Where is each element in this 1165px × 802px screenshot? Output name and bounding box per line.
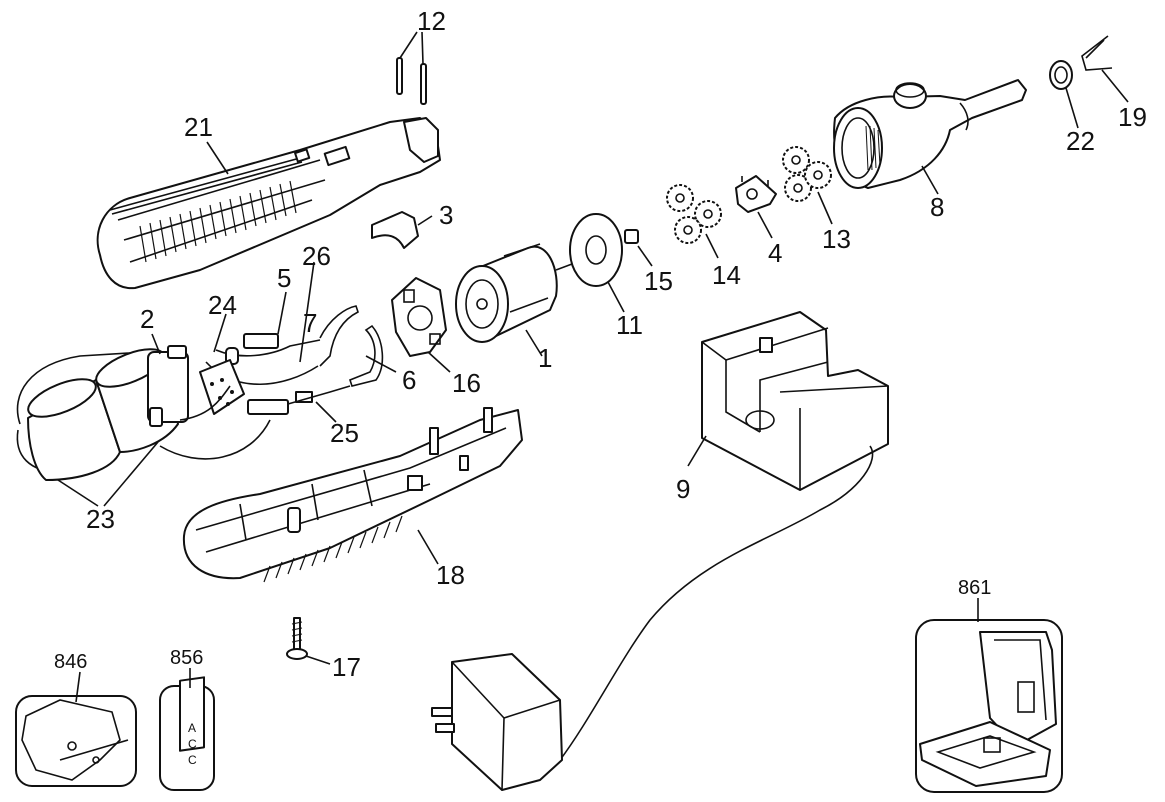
callout-2: 2 <box>140 304 155 334</box>
accessory-letter-c1: C <box>188 737 197 751</box>
callout-16: 12 <box>417 6 446 36</box>
part-ring <box>1049 60 1079 129</box>
callout-861: 861 <box>958 577 992 599</box>
callout-11: 11 <box>616 310 643 340</box>
callout-7: 7 <box>303 308 318 338</box>
accessory-box-856 <box>159 668 215 791</box>
callout-15: 16 <box>452 368 481 398</box>
callout-3: 3 <box>439 200 454 230</box>
callout-19: 21 <box>184 112 213 142</box>
part-adapter-cord <box>431 445 874 791</box>
part-charger-stand <box>687 311 889 491</box>
accessory-letter-c2: C <box>188 753 197 767</box>
callout-12: 13 <box>822 224 851 254</box>
callout-846: 846 <box>54 651 88 673</box>
part-gear-cluster-12 <box>782 146 833 225</box>
callout-24: 24 <box>208 290 237 320</box>
callout-23: 23 <box>86 504 115 534</box>
part-screw <box>286 617 331 665</box>
part-brush-holder <box>391 277 451 373</box>
part-upper-housing <box>96 117 441 290</box>
part-pins <box>396 31 427 105</box>
part-spring-clip <box>1081 35 1129 103</box>
callout-26: 26 <box>302 241 331 271</box>
part-lower-housing <box>182 407 523 583</box>
part-washer <box>569 213 625 313</box>
accessory-box-846 <box>15 671 137 787</box>
callout-21: 19 <box>1118 102 1147 132</box>
callout-25: 25 <box>330 418 359 448</box>
callout-22: 22 <box>1066 126 1095 156</box>
part-clip <box>371 211 433 249</box>
callout-13: 14 <box>712 260 741 290</box>
callout-17: 17 <box>332 652 361 682</box>
callout-18: 18 <box>436 560 465 590</box>
part-nose-housing <box>833 79 1027 195</box>
part-carrier-plate <box>735 175 777 239</box>
part-motor <box>455 243 573 357</box>
callout-14: 15 <box>644 266 673 296</box>
accessory-letter-a: A <box>188 721 197 735</box>
part-battery-pack <box>16 333 271 507</box>
part-pinion <box>624 229 653 267</box>
callout-5: 5 <box>277 263 292 293</box>
callout-1: 1 <box>538 343 553 373</box>
part-gear-cluster-13 <box>666 184 722 259</box>
callout-4: 4 <box>768 238 783 268</box>
part-switch-wiring <box>199 261 351 423</box>
accessory-box-861 <box>915 598 1063 793</box>
callout-8: 8 <box>930 192 945 222</box>
callout-6: 6 <box>402 365 417 395</box>
callout-9: 9 <box>676 474 691 504</box>
part-terminals <box>319 305 397 387</box>
callout-856: 856 <box>170 647 204 669</box>
